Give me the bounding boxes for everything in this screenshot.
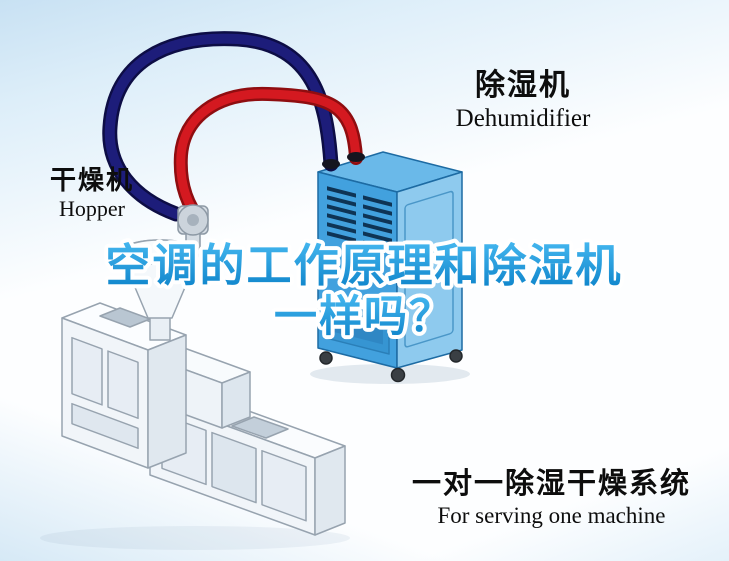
hopper-funnel xyxy=(119,239,201,341)
extruder-shadow xyxy=(40,526,350,550)
dehumidifier-label: 除湿机 Dehumidifier xyxy=(428,68,618,134)
hopper-loader xyxy=(177,204,209,249)
vent-grid-icon xyxy=(327,186,392,252)
dry-air-pipe-red xyxy=(173,86,363,229)
caption-en: For serving one machine xyxy=(437,503,666,529)
dryer-label-cn: 干燥机 xyxy=(49,165,134,195)
dryer-label-en: Hopper xyxy=(59,196,125,222)
dehumidifier-shadow xyxy=(310,364,470,384)
caster-wheels-icon xyxy=(319,349,463,383)
dehumidifier-label-en: Dehumidifier xyxy=(455,105,591,132)
return-air-pipe-navy xyxy=(102,31,339,222)
dryer-label: 干燥机 Hopper xyxy=(34,165,150,223)
dehumidifier-machine xyxy=(310,151,470,384)
extruder-machine xyxy=(40,302,350,550)
caption: 一对一除湿干燥系统 For serving one machine xyxy=(412,466,691,531)
headline-line1: 空调的工作原理和除湿机 xyxy=(105,240,622,291)
pipe-connectors-icon xyxy=(322,152,365,169)
headline-line2: 一样吗？ xyxy=(274,293,454,341)
caption-cn: 一对一除湿干燥系统 xyxy=(411,468,691,500)
dehumidifier-label-cn: 除湿机 xyxy=(475,69,571,102)
